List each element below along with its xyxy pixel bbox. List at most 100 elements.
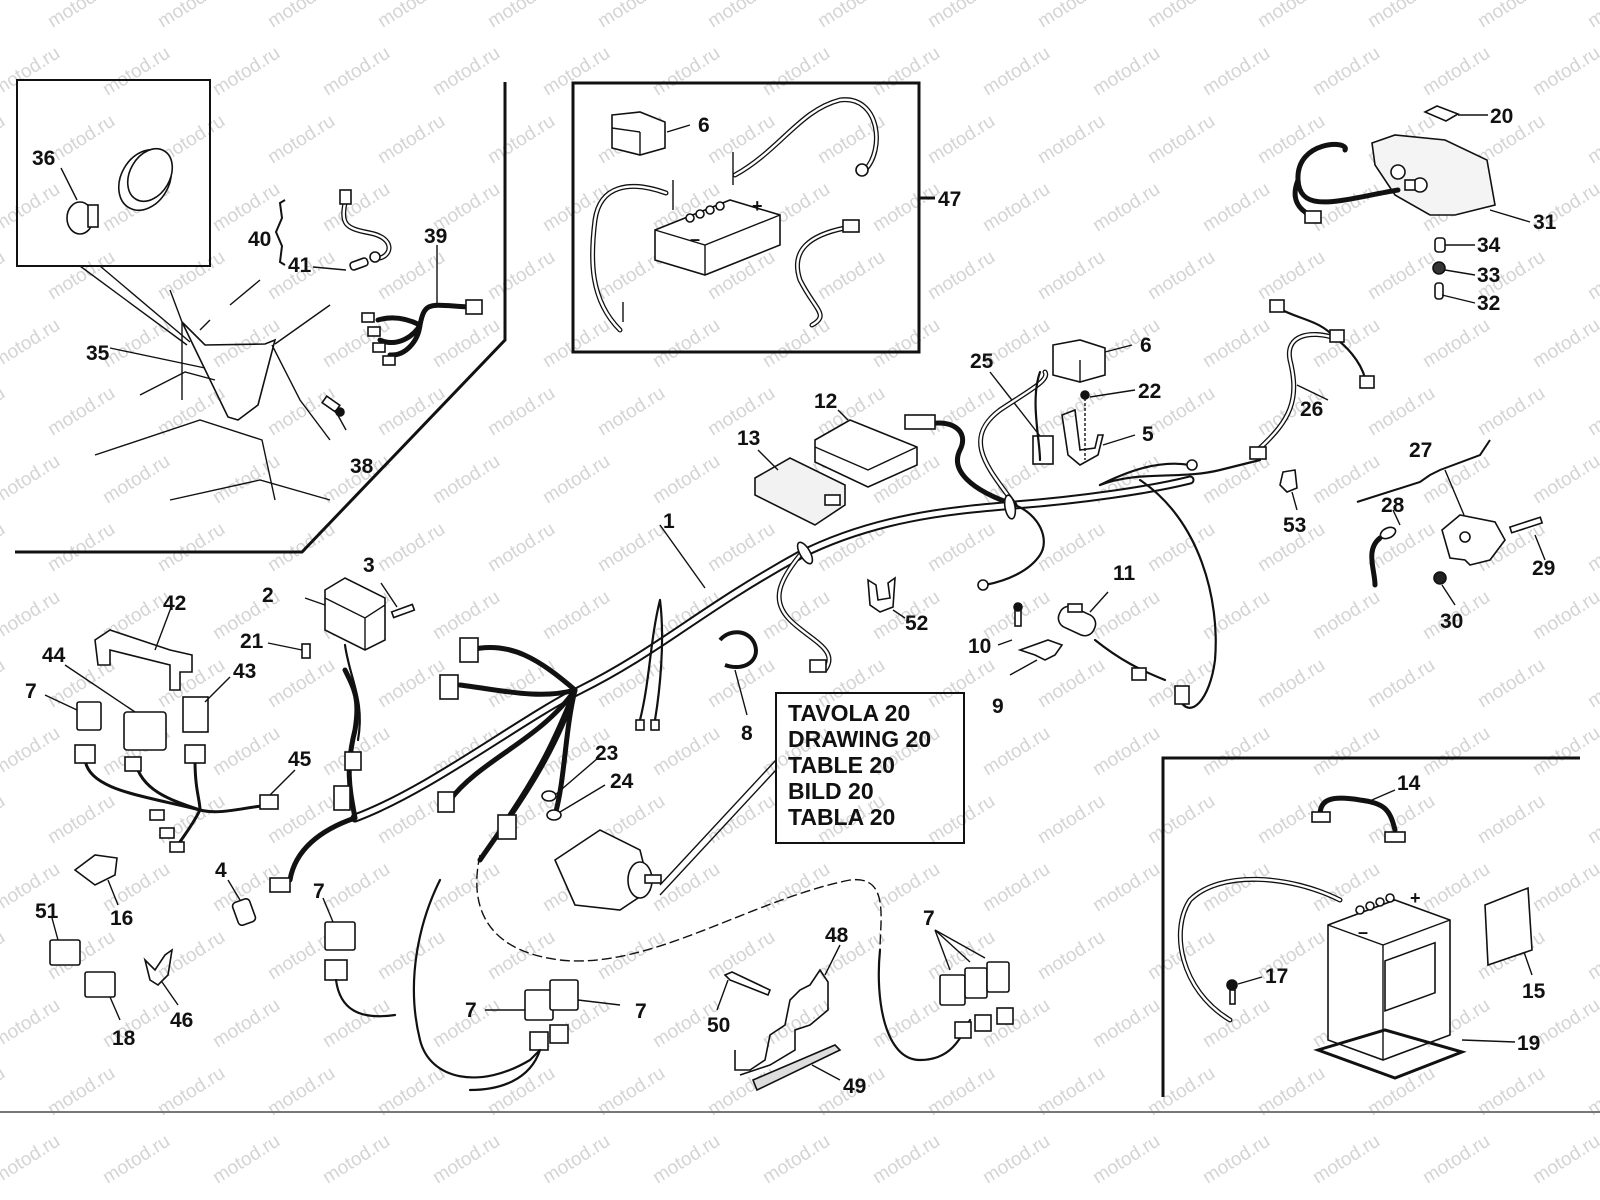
cable-sensor[interactable] — [794, 219, 860, 328]
relay-7-pair[interactable] — [468, 979, 579, 1092]
relay-7-triple[interactable] — [939, 961, 1014, 1039]
screw-10[interactable] — [1013, 602, 1023, 627]
battery-small[interactable]: + – — [654, 196, 781, 276]
battery-main[interactable]: + – — [1327, 888, 1451, 1061]
callout-8: 8 — [741, 722, 753, 745]
plus-terminal: + — [752, 196, 763, 216]
screw-38[interactable] — [321, 395, 345, 417]
ecu-12[interactable] — [814, 419, 918, 488]
callout-7-triple: 7 — [923, 907, 935, 930]
bolt-29[interactable] — [1508, 516, 1544, 534]
callout-29: 29 — [1532, 557, 1555, 580]
bracket-5[interactable] — [1061, 408, 1105, 466]
callout-15: 15 — [1522, 980, 1546, 1003]
regulator-2[interactable] — [324, 577, 386, 651]
callout-52: 52 — [905, 612, 928, 635]
bulb-ring[interactable] — [108, 140, 182, 219]
wire-28[interactable] — [1369, 525, 1398, 588]
fuse-holder-43[interactable] — [182, 696, 209, 733]
callout-27: 27 — [1409, 439, 1432, 462]
instrument-cluster-31[interactable] — [1371, 134, 1496, 216]
lower-left-components: 16 51 18 46 4 7 — [35, 854, 397, 1050]
callout-19: 19 — [1517, 1032, 1540, 1055]
sub-harness-26[interactable] — [1249, 299, 1375, 460]
starter-motor[interactable] — [553, 829, 662, 911]
cable-positive[interactable] — [732, 97, 879, 178]
nut-30[interactable] — [1433, 571, 1447, 585]
bolt-3[interactable] — [390, 603, 416, 619]
callout-9: 9 — [992, 695, 1004, 718]
callout-18: 18 — [112, 1027, 136, 1050]
washer-23[interactable] — [541, 790, 557, 802]
cluster-connector-wire[interactable] — [1292, 142, 1401, 224]
relay-harness-45[interactable] — [74, 744, 279, 853]
main-harness-1[interactable] — [269, 369, 1262, 1079]
connector-ecu[interactable] — [904, 414, 936, 430]
screw-17[interactable] — [1226, 979, 1238, 1005]
callout-35: 35 — [86, 342, 110, 365]
clip-21[interactable] — [301, 643, 311, 659]
rivet-50[interactable] — [723, 971, 772, 997]
connector-25[interactable] — [1032, 435, 1054, 465]
relay-7-mid[interactable] — [324, 921, 397, 1018]
clamp-8[interactable] — [718, 630, 758, 669]
temp-sensor-4[interactable] — [231, 897, 257, 927]
fuse-18[interactable] — [84, 971, 116, 998]
socket-wire-40[interactable] — [339, 189, 392, 263]
holder-48[interactable] — [734, 968, 829, 1076]
battery-kit-frame — [571, 81, 921, 354]
callout-16: 16 — [110, 907, 133, 930]
bulb-36[interactable] — [66, 201, 99, 235]
condenser-11[interactable] — [1055, 603, 1099, 639]
minus-terminal-main: – — [1358, 922, 1368, 942]
callout-1: 1 — [663, 510, 675, 533]
battery-inset-frame — [1161, 756, 1580, 1097]
callout-46: 46 — [170, 1009, 193, 1032]
horn-27[interactable] — [1441, 514, 1506, 566]
clip-52[interactable] — [867, 576, 896, 613]
screw-32[interactable] — [1434, 282, 1444, 300]
callout-39: 39 — [424, 225, 447, 248]
clip-46[interactable] — [143, 948, 174, 987]
grommet-33[interactable] — [1432, 261, 1446, 275]
lens-20[interactable] — [1423, 105, 1460, 122]
callout-41: 41 — [288, 254, 312, 277]
bulb-41[interactable] — [349, 257, 369, 271]
pad-49[interactable] — [751, 1044, 842, 1092]
callout-47: 47 — [938, 188, 961, 211]
clip-53[interactable] — [1279, 469, 1298, 493]
strap-14[interactable] — [1311, 795, 1406, 843]
title-box: TAVOLA 20 DRAWING 20 TABLE 20 BILD 20 TA… — [659, 692, 965, 896]
clip-16[interactable] — [73, 854, 118, 886]
relay-6[interactable] — [1052, 339, 1106, 383]
washer-24[interactable] — [546, 809, 562, 821]
cover-42[interactable] — [94, 629, 193, 691]
ground-cable[interactable] — [1177, 876, 1343, 1023]
fuse-51[interactable] — [49, 939, 81, 966]
bracket-9[interactable] — [1017, 639, 1064, 661]
instrument-cluster-group: 20 31 34 33 32 — [1292, 105, 1557, 315]
callout-7-mid: 7 — [313, 880, 325, 903]
callout-48: 48 — [825, 924, 849, 947]
callout-30: 30 — [1440, 610, 1463, 633]
wire-harness-39[interactable] — [361, 299, 483, 366]
callout-34: 34 — [1477, 234, 1501, 257]
plus-terminal-main: + — [1410, 888, 1421, 908]
headlight-35[interactable] — [94, 279, 331, 501]
relay-7-left[interactable] — [76, 701, 102, 731]
headlight-inset: 36 40 41 39 35 38 — [15, 79, 507, 554]
module-13[interactable] — [754, 457, 846, 526]
relay-44[interactable] — [123, 711, 167, 751]
callout-22: 22 — [1138, 380, 1161, 403]
battery-kit-inset: 47 6 + – — [571, 81, 961, 354]
battery-inset: 14 + – 17 15 19 — [1161, 756, 1580, 1097]
pad-15[interactable] — [1484, 886, 1533, 967]
relay-6-kit[interactable] — [611, 111, 666, 156]
cable-negative[interactable] — [590, 184, 669, 333]
callout-11: 11 — [1113, 562, 1136, 585]
spacer-34[interactable] — [1434, 237, 1446, 253]
title-line-2: DRAWING 20 — [788, 726, 931, 752]
callout-51: 51 — [35, 900, 59, 923]
tray-19[interactable] — [1313, 1028, 1467, 1080]
